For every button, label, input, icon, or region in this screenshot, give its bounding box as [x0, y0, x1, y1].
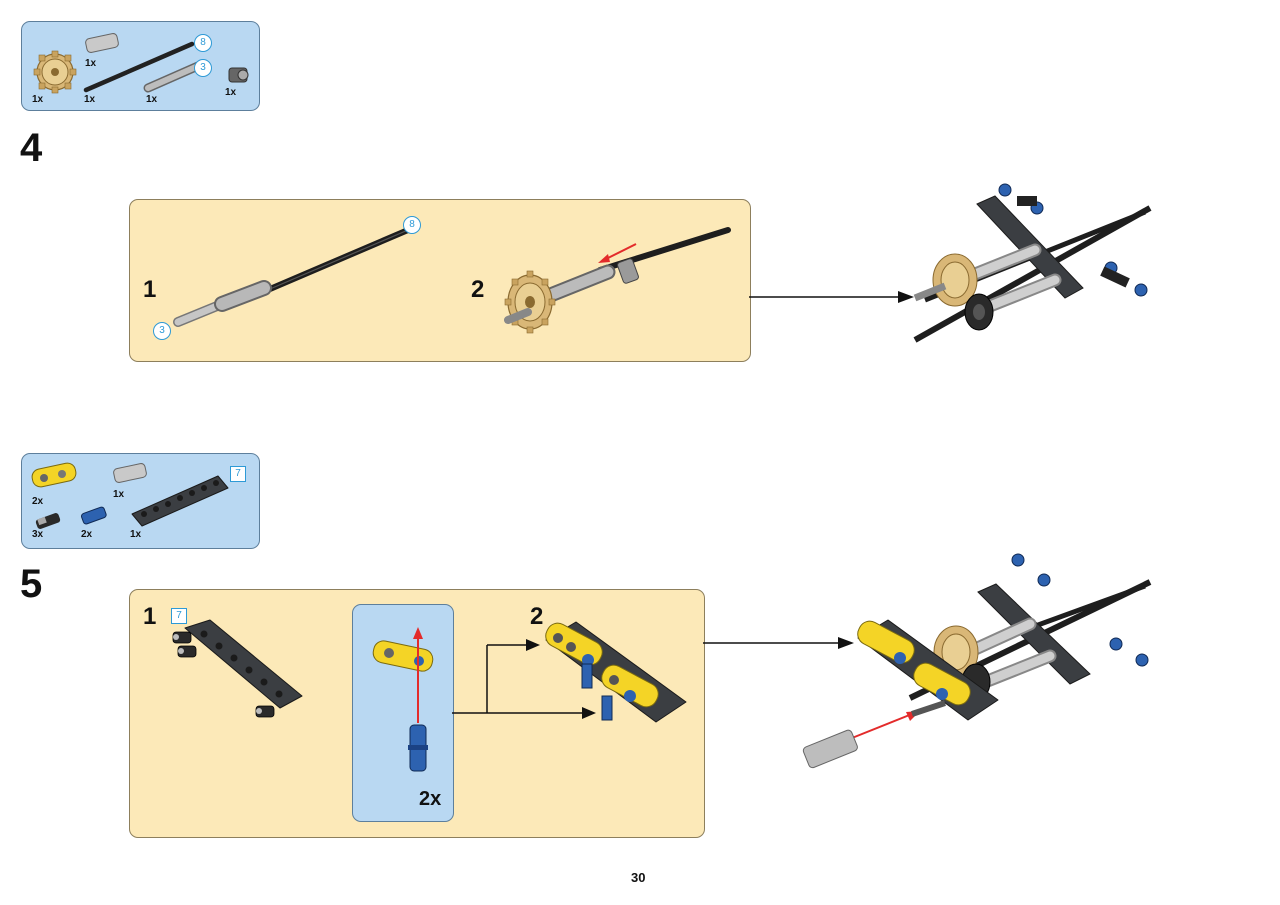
- axle-3-icon: [143, 61, 203, 93]
- bush-icon: [113, 463, 147, 483]
- blue-pin-icon: [81, 506, 107, 525]
- parts-illustrations-step-5: [31, 462, 229, 529]
- gear-20-tooth-icon: [33, 50, 77, 94]
- half-bush-icon: [228, 67, 249, 83]
- bush-qty: 1x: [85, 58, 97, 69]
- callout-illustration: [372, 627, 434, 772]
- blue-pin-icon: [408, 724, 428, 772]
- page-number: 30: [631, 870, 646, 885]
- yellow-qty: 2x: [32, 496, 44, 507]
- step-5-number: 5: [20, 562, 43, 606]
- step-4-axle-length-8: 8: [403, 216, 421, 234]
- axle3-qty: 1x: [146, 94, 158, 105]
- yellow-connector-icon: [372, 640, 434, 672]
- axle3-length-marker: 3: [194, 59, 212, 77]
- parts-list-step-5: 2x 1x 7 3x 2x 1x: [21, 453, 260, 549]
- step-4-sub-illustrations: [173, 227, 731, 334]
- axle8-length-marker: 8: [194, 34, 212, 52]
- step-5-beam-length-marker: 7: [171, 608, 187, 624]
- halfbush-qty: 1x: [225, 87, 237, 98]
- step-4-result-model: [913, 183, 1152, 343]
- step-5-sub-1-illustration: [172, 619, 303, 718]
- step-4-axle-length-3: 3: [153, 322, 171, 340]
- gear-qty: 1x: [32, 94, 44, 105]
- red-insert-arrow: [413, 627, 423, 723]
- step-4-subassembly-panel: 1 2: [129, 199, 751, 362]
- step-5-sub-1-number: 1: [143, 603, 157, 630]
- step-5-callout-panel: 2x: [352, 604, 454, 822]
- bush-icon: [85, 33, 119, 53]
- blackpin-qty: 3x: [32, 529, 44, 540]
- beam-qty: 1x: [130, 529, 142, 540]
- axle-with-extension-icon: [173, 227, 411, 327]
- axle-8-icon: [83, 41, 195, 93]
- axle8-qty: 1x: [84, 94, 96, 105]
- step-5-sub-2-number: 2: [530, 603, 544, 630]
- callout-quantity: 2x: [419, 788, 442, 810]
- beam-length-marker: 7: [230, 466, 246, 482]
- yellow-connector-icon: [31, 462, 77, 488]
- beam-7-icon: [131, 475, 229, 527]
- red-insert-arrow: [598, 243, 637, 263]
- gear-on-axle-icon: [504, 227, 731, 334]
- step-4-sub-2-number: 2: [471, 276, 485, 303]
- black-pin-icon: [35, 513, 61, 529]
- step-4-number: 4: [20, 126, 43, 170]
- step-5-result-model: [802, 553, 1152, 769]
- parts-illustrations-step-4: [33, 33, 249, 94]
- bush-qty-step5: 1x: [113, 489, 125, 500]
- parts-list-step-4: 1x 1x 1x 8 1x 3 1x: [21, 21, 260, 111]
- step-4-sub-1-number: 1: [143, 276, 157, 303]
- bluepin-qty: 2x: [81, 529, 93, 540]
